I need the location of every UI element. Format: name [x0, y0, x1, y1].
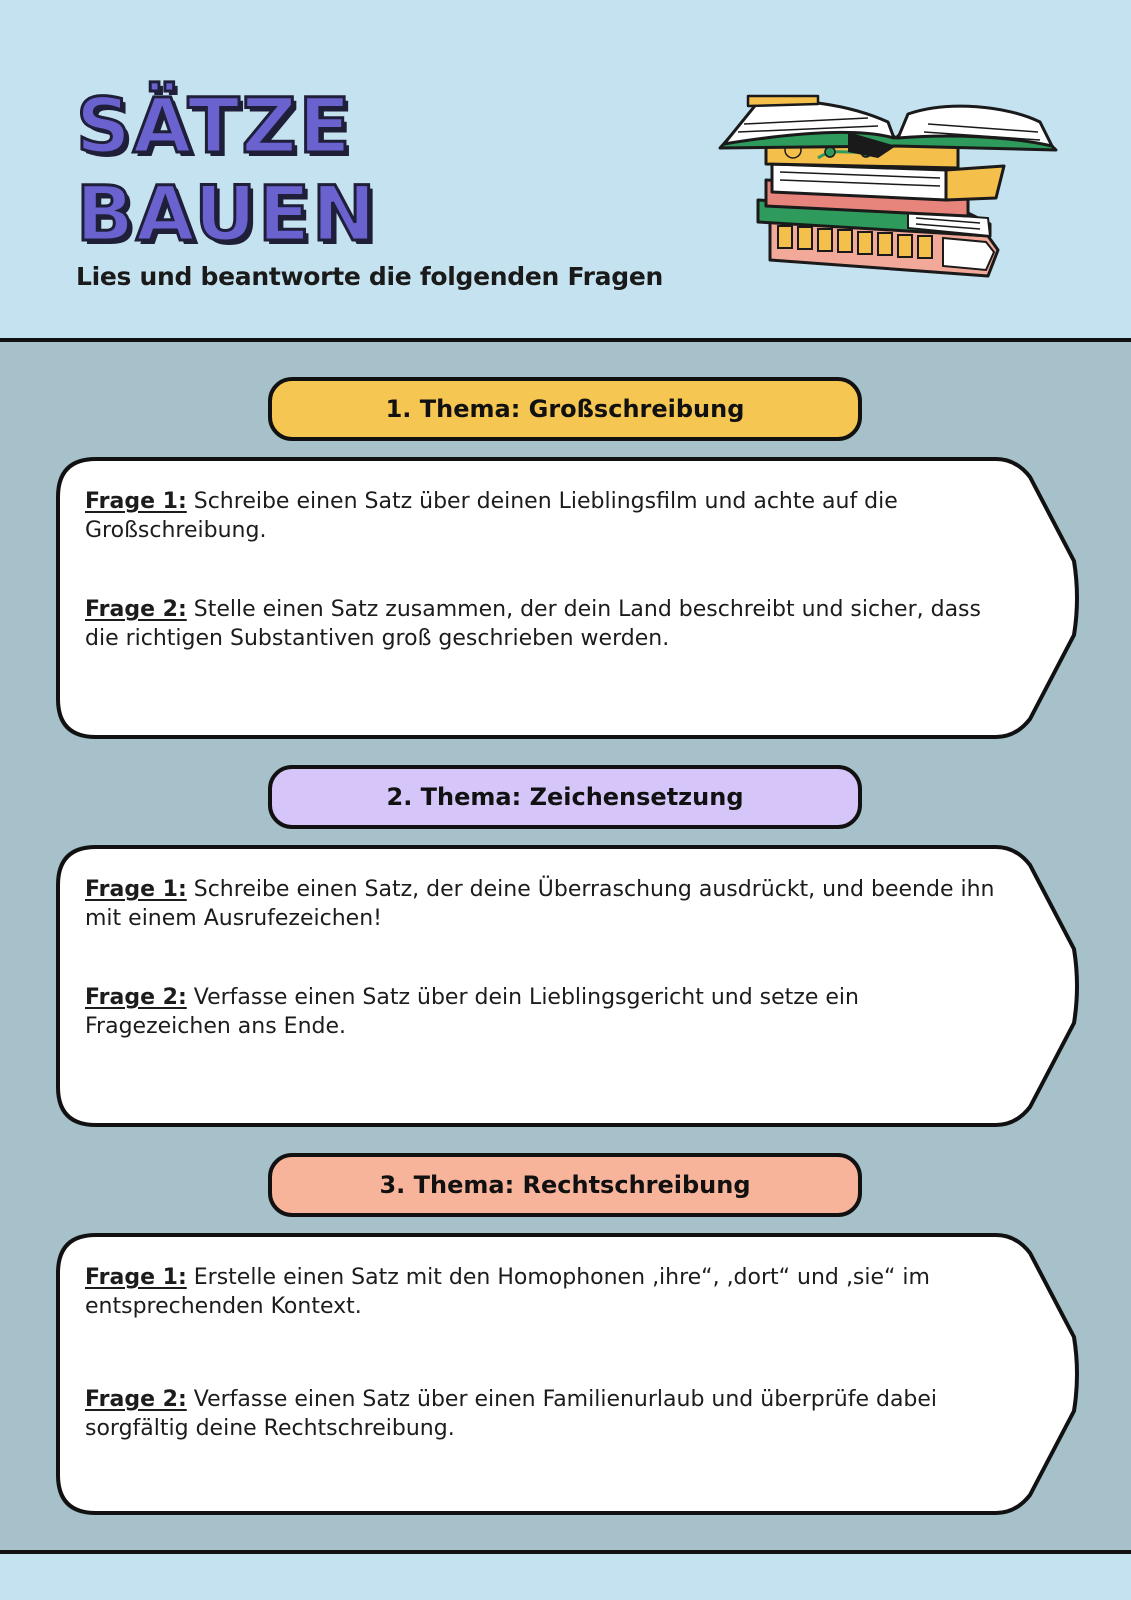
- section-2-question-1: Frage 1: Schreibe einen Satz, der deine …: [85, 875, 995, 933]
- open-book: [718, 94, 1058, 158]
- section-2-question-2: Frage 2: Verfasse einen Satz über dein L…: [85, 983, 995, 1041]
- question-text: Schreibe einen Satz, der deine Überrasch…: [85, 877, 995, 931]
- section-1-question-2: Frage 2: Stelle einen Satz zusammen, der…: [85, 595, 995, 653]
- divider-bottom: [0, 1550, 1131, 1554]
- question-label: Frage 1:: [85, 1265, 187, 1290]
- question-text: Stelle einen Satz zusammen, der dein Lan…: [85, 597, 981, 651]
- question-text: Verfasse einen Satz über dein Lieblingsg…: [85, 985, 859, 1039]
- section-2-title: 2. Thema: Zeichensetzung: [268, 765, 862, 829]
- question-label: Frage 1:: [85, 489, 187, 514]
- question-text: Verfasse einen Satz über einen Familienu…: [85, 1387, 938, 1441]
- section-2-question-card: [56, 845, 1079, 1127]
- title-line-1: SÄTZE: [75, 80, 353, 171]
- section-3-question-1: Frage 1: Erstelle einen Satz mit den Hom…: [85, 1263, 995, 1321]
- header: SÄTZE BAUEN Lies und beantworte die folg…: [0, 0, 1131, 340]
- page-subtitle: Lies und beantworte die folgenden Fragen: [76, 262, 663, 291]
- title-line-2: BAUEN: [75, 168, 378, 259]
- page-title: SÄTZE BAUEN: [75, 80, 378, 259]
- question-label: Frage 2:: [85, 597, 187, 622]
- section-1-question-1: Frage 1: Schreibe einen Satz über deinen…: [85, 487, 995, 545]
- question-label: Frage 2:: [85, 985, 187, 1010]
- question-label: Frage 2:: [85, 1387, 187, 1412]
- section-3-question-2: Frage 2: Verfasse einen Satz über einen …: [85, 1385, 995, 1443]
- question-label: Frage 1:: [85, 877, 187, 902]
- question-text: Schreibe einen Satz über deinen Liebling…: [85, 489, 898, 543]
- section-3-question-card: [56, 1233, 1079, 1515]
- divider-top: [0, 338, 1131, 342]
- footer-band: [0, 1554, 1131, 1600]
- section-1-title: 1. Thema: Großschreibung: [268, 377, 862, 441]
- section-3-title: 3. Thema: Rechtschreibung: [268, 1153, 862, 1217]
- stack-of-books-icon: [718, 94, 1058, 278]
- section-1-question-card: [56, 457, 1079, 739]
- white-book: [770, 162, 1006, 202]
- question-text: Erstelle einen Satz mit den Homophonen ‚…: [85, 1265, 930, 1319]
